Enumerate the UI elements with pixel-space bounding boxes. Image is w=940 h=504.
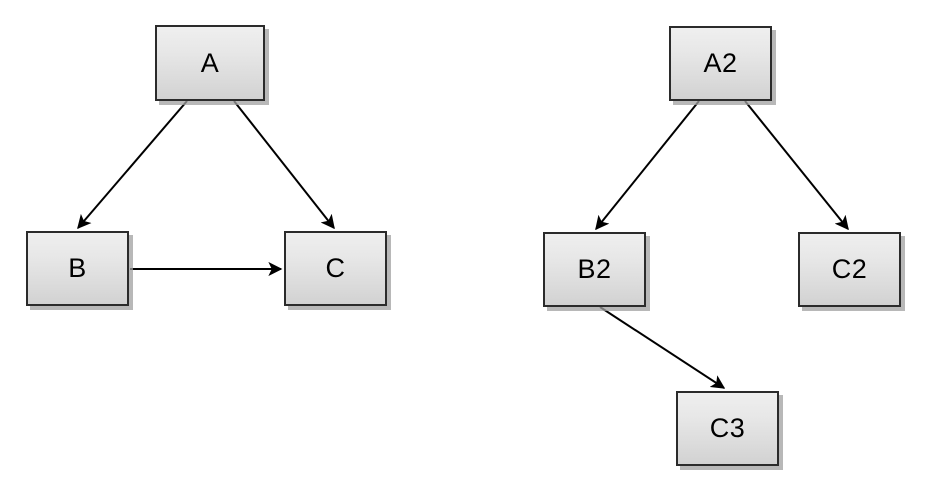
node-label-a2: A2 — [703, 48, 738, 78]
node-label-b2: B2 — [577, 254, 612, 284]
node-label-c2: C2 — [831, 254, 868, 284]
node-c3[interactable]: C3 — [676, 391, 779, 466]
edges-group — [77, 100, 849, 389]
node-label-c3: C3 — [709, 413, 746, 443]
node-c2[interactable]: C2 — [798, 232, 901, 307]
node-b[interactable]: B — [26, 231, 129, 306]
edge-a2-to-b2[interactable] — [595, 100, 700, 231]
node-label-a: A — [200, 47, 220, 78]
node-a2[interactable]: A2 — [669, 26, 772, 101]
edge-a-to-c[interactable] — [233, 100, 335, 230]
node-b2[interactable]: B2 — [543, 232, 646, 307]
node-c[interactable]: C — [284, 231, 387, 306]
edge-a2-to-c2[interactable] — [744, 100, 849, 231]
edge-a-to-b[interactable] — [77, 100, 188, 230]
edge-b2-to-c3[interactable] — [599, 306, 726, 389]
node-label-c: C — [325, 253, 346, 283]
node-label-b: B — [68, 253, 87, 283]
node-a[interactable]: A — [155, 25, 265, 101]
